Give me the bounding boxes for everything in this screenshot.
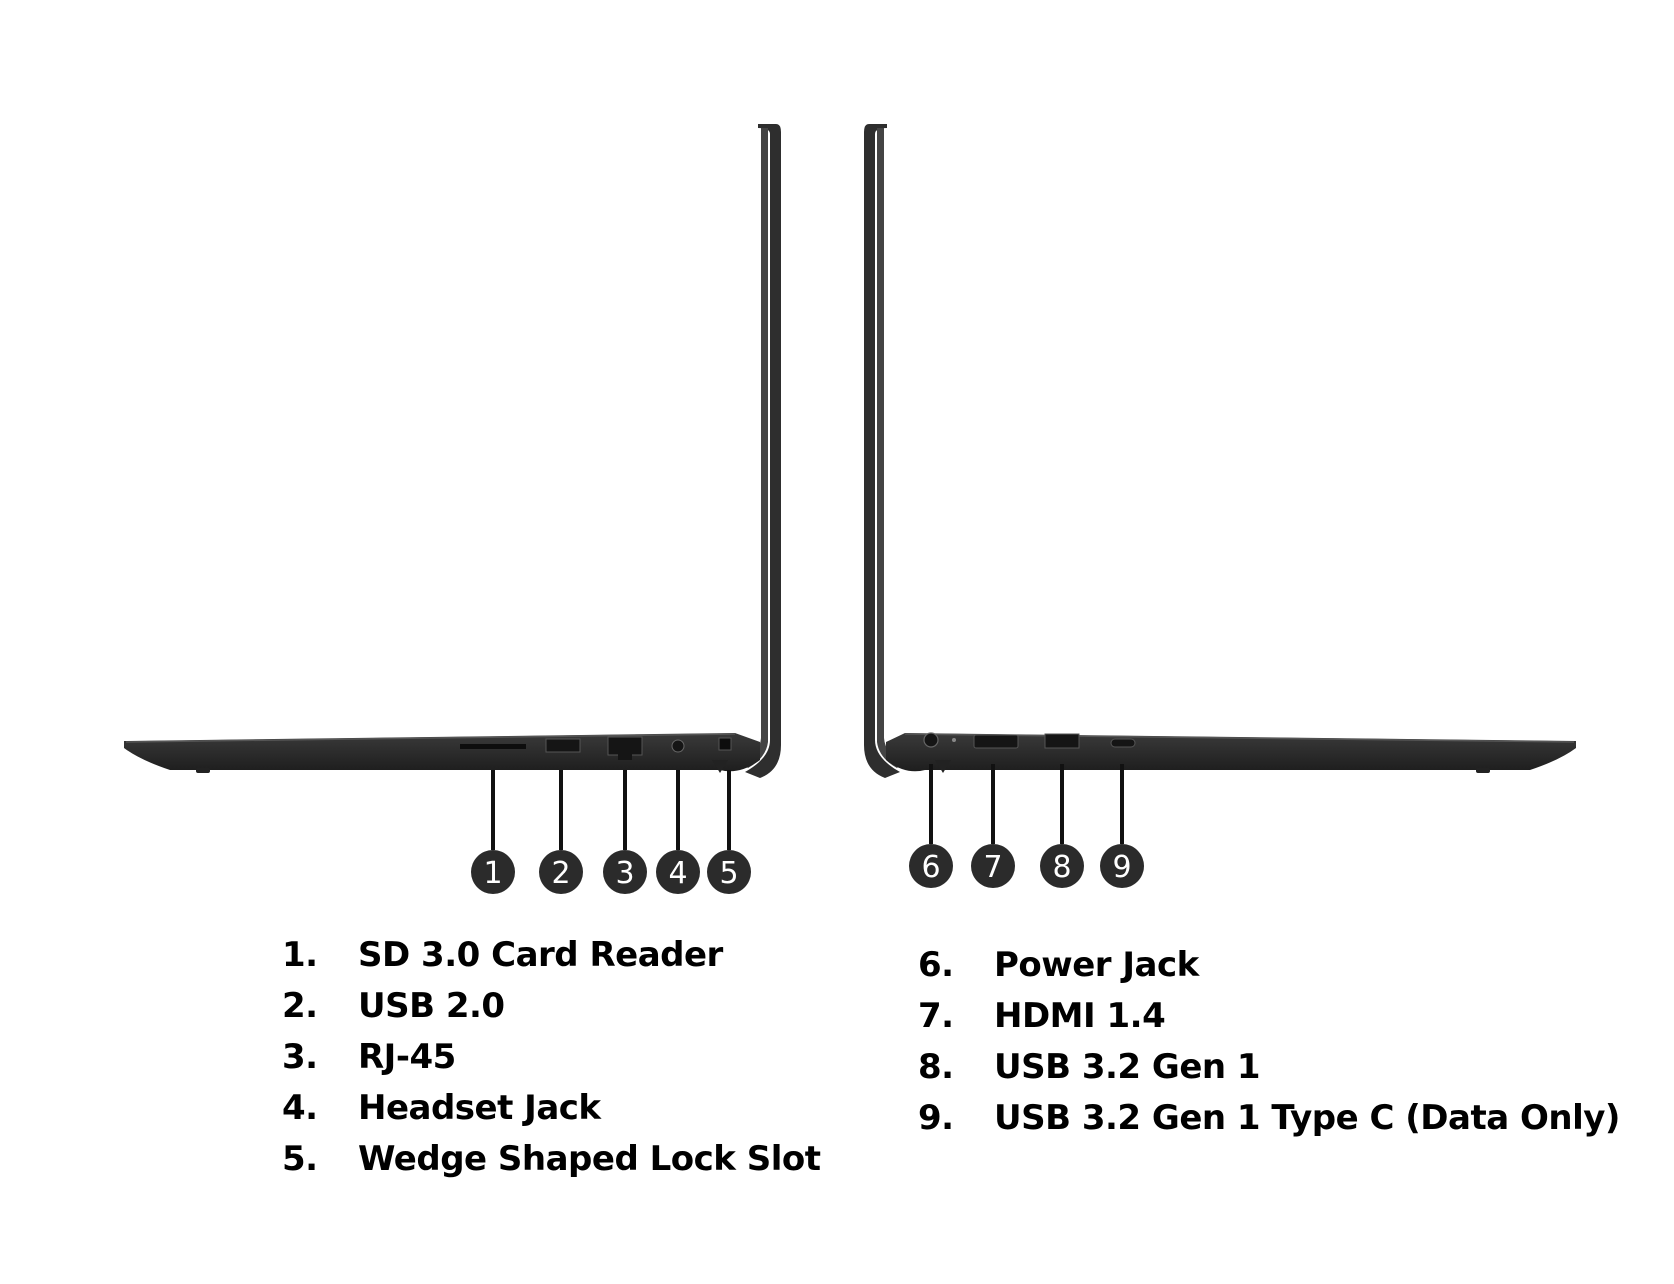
callout-number: 8: [1052, 850, 1071, 885]
usb-c-port: [1110, 738, 1136, 748]
callout-badge: [909, 844, 953, 888]
usb-2-port: [545, 738, 581, 753]
power-jack: [923, 732, 939, 748]
power-led: [952, 738, 956, 742]
lock-slot: [718, 737, 732, 751]
callout-badge: [1100, 844, 1144, 888]
right-laptop-foot: [1476, 768, 1490, 773]
callout-number: 3: [615, 856, 634, 891]
legend-number: 5.: [282, 1139, 318, 1179]
headset-jack: [671, 739, 685, 753]
left-laptop-foot: [196, 768, 210, 773]
left-laptop-lid: [745, 124, 781, 778]
rj45-port: [607, 736, 643, 756]
left-laptop-base: [124, 733, 760, 772]
legend-number: 6.: [918, 945, 954, 985]
legend-number: 8.: [918, 1047, 954, 1087]
callout-number: 7: [983, 850, 1002, 885]
right-laptop-rear-foot: [935, 760, 951, 773]
callout-number: 6: [921, 850, 940, 885]
legend-label: Wedge Shaped Lock Slot: [358, 1139, 821, 1179]
usb-3-port: [1044, 733, 1080, 749]
callout-number: 4: [668, 856, 687, 891]
callout-badge: [656, 850, 700, 894]
callout-badge: [603, 850, 647, 894]
callout-badge: [971, 844, 1015, 888]
callout-number: 1: [483, 856, 502, 891]
callout-badge: [1040, 844, 1084, 888]
left-laptop: [124, 124, 781, 778]
callout-number: 9: [1112, 850, 1131, 885]
legend-label: SD 3.0 Card Reader: [358, 935, 723, 975]
callout-number: 2: [551, 856, 570, 891]
legend-label: USB 3.2 Gen 1: [994, 1047, 1261, 1087]
legend-number: 2.: [282, 986, 318, 1026]
legend-number: 1.: [282, 935, 318, 975]
right-laptop-lid: [864, 124, 900, 778]
hdmi-port: [973, 734, 1019, 749]
left-laptop-rear-foot: [712, 760, 728, 773]
legend-label: USB 3.2 Gen 1 Type C (Data Only): [994, 1098, 1620, 1138]
callout-number: 5: [719, 856, 738, 891]
legend-label: USB 2.0: [358, 986, 505, 1026]
legend-label: RJ-45: [358, 1037, 456, 1077]
legend-number: 3.: [282, 1037, 318, 1077]
legend-number: 9.: [918, 1098, 954, 1138]
legend-label: Headset Jack: [358, 1088, 601, 1128]
callout-badge: [707, 850, 751, 894]
legend-number: 7.: [918, 996, 954, 1036]
legend-number: 4.: [282, 1088, 318, 1128]
callout-badge: [539, 850, 583, 894]
legend-label: Power Jack: [994, 945, 1199, 985]
callout-badge: [471, 850, 515, 894]
legend-label: HDMI 1.4: [994, 996, 1166, 1036]
right-laptop: [864, 124, 1576, 778]
sd-card-slot: [460, 744, 526, 749]
